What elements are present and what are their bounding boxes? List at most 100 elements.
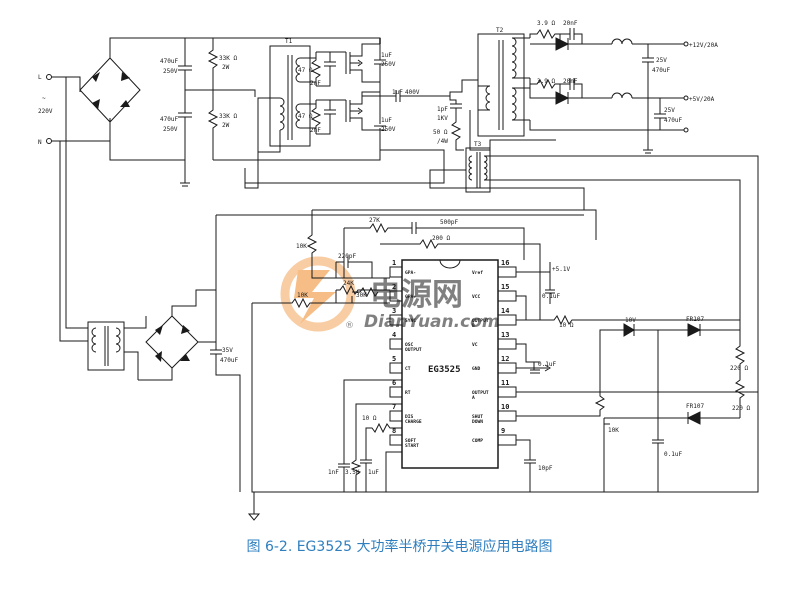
label-r-10-out: 10 Ω [559,322,574,329]
terminal-12v [683,41,689,47]
label-c-bus-bot: 1uF [381,117,392,124]
label-c-500pf: 500pF [440,219,458,226]
label-r-30k: 30K [356,292,367,299]
output-5v: 3.9 Ω 20nF 25V 470uF +5V/20A [529,78,715,154]
label-c-in-top-v: 250V [163,68,178,75]
label-c-in-top: 470uF [160,58,178,65]
ic-pin-name: START [405,443,419,449]
label-r-snub: 50 Ω [433,129,448,136]
label-r-bleed-bot-w: 2W [222,122,230,129]
label-vref: +5.1V [552,266,570,273]
label-r-27k: 27K [369,217,380,224]
input-capacitors: 470uF 250V 470uF 250V 33K Ω 2W 33K Ω 2W [160,37,381,187]
label-pot: 10K [608,427,619,434]
label-d-fr2: FR107 [686,403,704,410]
label-L: L [38,74,42,81]
mosfet-bottom [345,82,381,131]
label-r-24k: 24K [343,280,354,287]
label-c-1nf: 1nF [328,469,339,476]
label-N: N [38,139,42,146]
transformer-t2: T2 [469,27,556,151]
ic-pin-name: OUTPUT [405,347,422,353]
label-zener: 10V [625,317,636,324]
figure-caption: 图 6-2. EG3525 大功率半桥开关电源应用电路图 [246,539,553,555]
label-r-10-dis: 10 Ω [362,415,377,422]
label-r-200: 200 Ω [432,235,450,242]
label-c-vref: 0.1uF [542,293,560,300]
label-r-gate-bot: 47 Ω [298,113,313,120]
terminal-5v-gnd [683,127,689,133]
transformer-t1: T1 [244,38,316,189]
terminal-5v [683,95,689,101]
ic-pin-name: SOFT [405,438,416,444]
gate-network: 47 Ω 2nF 47 Ω 2nF [298,51,346,135]
label-c-snub: 1pF [437,106,448,113]
ic-pin-number: 4 [392,331,396,339]
output-sense: 10V FR107 FR107 220 Ω 220 Ω 0.1uF 10K [603,316,759,493]
ic-pin-5: 5CT [389,355,411,374]
aux-supply: 35V 470uF [87,289,740,521]
bus-capacitors: 1uF 250V 1uF 250V [374,52,396,133]
label-c-couple-v: 400V [405,89,420,96]
ic-pin-number: 8 [392,427,396,435]
label-r-out2: 3.9 Ω [537,78,555,85]
label-r-10k-fb: 10K [296,243,307,250]
ic-pin-name: OUTPUT [472,318,489,324]
label-c-5v-v: 470uF [664,117,682,124]
label-c-in-bot: 470uF [160,116,178,123]
ic-pin-name: A [472,395,475,401]
label-c-12v-v: 470uF [652,67,670,74]
ic-pin-name: OSC [405,342,414,348]
ic-pin-name: B [472,323,475,329]
ic-pin-number: 14 [501,307,509,315]
feedback-wiring: 10K 27K 500pF 200 Ω 220pF 24K 10K 30K [215,209,597,320]
ic-pin-name: Vref [472,270,483,276]
ic-connections: +5.1V 0.1uF 10 Ω 0.1uF 10pF 1nF 3.5K 10 … [328,262,758,492]
label-c-bus-top-v: 250V [381,61,396,68]
ic-pin-name: VC [472,342,478,348]
label-c-gate-top: 2nF [310,80,321,87]
label-ac-symbol: ~ [42,95,46,102]
ic-pin-number: 15 [501,283,509,291]
ic-pin-number: 12 [501,355,509,363]
label-r-bleed-top: 33K Ω [219,55,237,62]
label-c-bus-bot-v: 250V [381,126,396,133]
ic-pin-number: 1 [392,259,396,267]
watermark-brand-cn: 电源网 [370,277,463,313]
label-c-out2: 20nF [563,78,578,85]
mosfet-top [345,38,381,83]
label-t2: T2 [496,27,504,34]
ic-pin-number: 5 [392,355,396,363]
label-c-10pf: 10pF [538,465,553,472]
schematic: 电源网 DianYuan.com ® L N ~ 220V 470uF 250V… [38,20,759,521]
ic-pin-name: CHARGE [405,419,422,425]
terminal-L [46,74,52,80]
label-d-fr1: FR107 [686,316,704,323]
label-r-bleed-top-w: 2W [222,64,230,71]
ic-pin-name: GPA+ [405,294,416,300]
registered-mark: ® [345,321,354,331]
ic-pin-number: 2 [392,283,396,291]
label-c-vcc: 0.1uF [538,361,556,368]
ic-pin-name: GPA- [405,270,416,276]
label-c-aux: 35V [222,347,233,354]
ic-pin-number: 9 [501,427,505,435]
watermark-logo-icon [280,256,356,332]
label-c-aux-v: 470uF [220,357,238,364]
ic-pin-number: 11 [501,379,509,387]
ic-pin-name: DOWN [472,419,483,425]
ic-name: EG3525 [428,365,461,375]
label-c-out1: 20nF [563,20,578,27]
ic-pin-number: 7 [392,403,396,411]
label-c-in-bot-v: 250V [163,126,178,133]
